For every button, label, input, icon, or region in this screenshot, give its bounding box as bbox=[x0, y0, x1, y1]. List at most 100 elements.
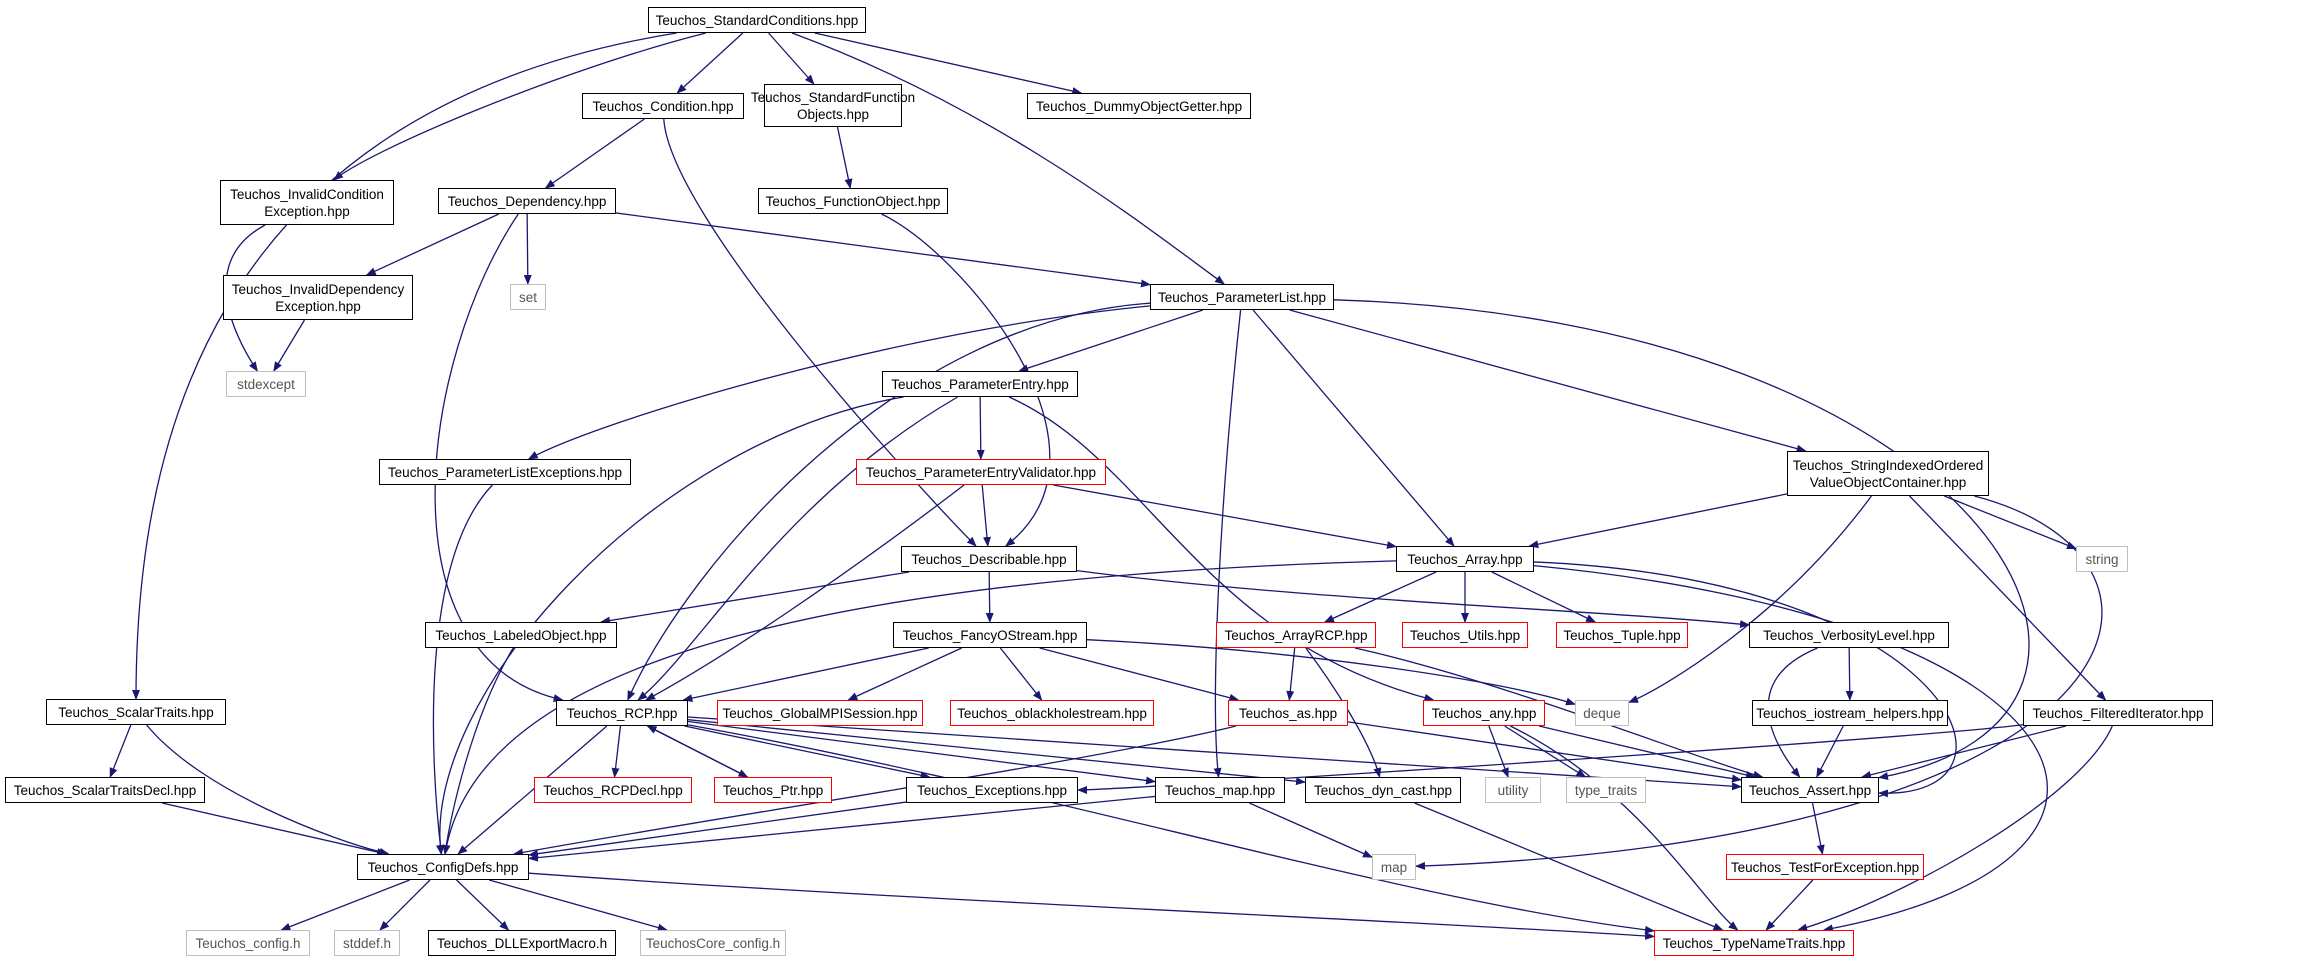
edge-array-rcp-to-as bbox=[1286, 647, 1296, 701]
edge-any-to-assert bbox=[1538, 725, 1756, 779]
node-teuchos-function-object[interactable]: Teuchos_FunctionObject.hpp bbox=[758, 188, 948, 214]
edge-any-to-type-name-traits bbox=[1510, 725, 1739, 931]
edge-rcp-to-rcp-decl bbox=[611, 725, 622, 778]
edge-array-to-type-name-traits bbox=[1533, 564, 2048, 933]
edge-parameter-list-to-assert bbox=[1333, 299, 2030, 780]
node-teuchos-assert[interactable]: Teuchos_Assert.hpp bbox=[1741, 777, 1879, 803]
node-teuchos-array-rcp[interactable]: Teuchos_ArrayRCP.hpp bbox=[1216, 622, 1376, 648]
edge-parameter-entry-to-any bbox=[1008, 396, 1435, 702]
edge-test-for-exception-to-type-name-traits bbox=[1765, 879, 1814, 931]
node-teuchos-parameter-list-exceptions[interactable]: Teuchos_ParameterListExceptions.hpp bbox=[379, 459, 631, 485]
edge-parameter-entry-validator-to-rcp bbox=[645, 484, 965, 701]
edge-labeled-object-to-config-defs bbox=[442, 647, 514, 855]
edge-ptr-to-rcp bbox=[646, 725, 748, 778]
edge-dependency-to-rcp bbox=[434, 213, 564, 702]
node-teuchos-config-defs[interactable]: Teuchos_ConfigDefs.hpp bbox=[357, 854, 529, 880]
node-teuchos-utils[interactable]: Teuchos_Utils.hpp bbox=[1402, 622, 1528, 648]
edge-standard-conditions-to-scalar-traits bbox=[132, 32, 677, 700]
edge-rcp-to-config-defs bbox=[457, 725, 608, 855]
node-teuchos-any[interactable]: Teuchos_any.hpp bbox=[1423, 700, 1545, 726]
node-teuchos-verbosity-level[interactable]: Teuchos_VerbosityLevel.hpp bbox=[1749, 622, 1949, 648]
edge-config-defs-to-teuchos-config bbox=[280, 879, 410, 931]
edge-parameter-entry-to-rcp bbox=[637, 396, 958, 701]
edge-as-to-config-defs bbox=[513, 725, 1237, 857]
node-teuchos-iostream-helpers[interactable]: Teuchos_iostream_helpers.hpp bbox=[1752, 700, 1948, 726]
node-teuchos-fancy-ostream[interactable]: Teuchos_FancyOStream.hpp bbox=[893, 622, 1087, 648]
edge-function-object-to-describable bbox=[881, 213, 1051, 547]
node-teuchos-as[interactable]: Teuchos_as.hpp bbox=[1228, 700, 1348, 726]
edge-parameter-entry-to-config-defs bbox=[436, 396, 904, 855]
edge-standard-conditions-to-condition bbox=[676, 32, 744, 94]
node-map: map bbox=[1372, 854, 1416, 880]
edge-rcp-to-exceptions bbox=[684, 725, 931, 780]
node-teuchos-parameter-list[interactable]: Teuchos_ParameterList.hpp bbox=[1150, 284, 1334, 310]
edge-parameter-list-to-parameter-list-exceptions bbox=[527, 305, 1151, 460]
node-teuchos-standard-conditions: Teuchos_StandardConditions.hpp bbox=[648, 7, 866, 33]
edge-string-indexed-to-map bbox=[1415, 495, 2103, 870]
node-teuchos-global-mpi-session[interactable]: Teuchos_GlobalMPISession.hpp bbox=[717, 700, 923, 726]
edge-map-hpp-to-config-defs bbox=[528, 795, 1156, 862]
node-teuchos-standard-function-objects[interactable]: Teuchos_StandardFunction Objects.hpp bbox=[751, 84, 915, 127]
node-teuchos-parameter-entry[interactable]: Teuchos_ParameterEntry.hpp bbox=[882, 371, 1078, 397]
edge-standard-conditions-to-standard-function-objects bbox=[768, 32, 815, 85]
edge-config-defs-to-dll-export-macro bbox=[456, 879, 510, 931]
node-teuchos-dll-export-macro[interactable]: Teuchos_DLLExportMacro.h bbox=[428, 930, 616, 956]
edge-config-defs-to-type-name-traits bbox=[528, 872, 1655, 940]
edge-dependency-to-parameter-list bbox=[615, 212, 1151, 288]
edge-describable-to-fancy-ostream bbox=[985, 571, 994, 623]
node-string: string bbox=[2076, 546, 2128, 572]
node-teuchos-invalid-dependency-exception[interactable]: Teuchos_InvalidDependency Exception.hpp bbox=[223, 275, 413, 320]
edge-parameter-list-to-string-indexed bbox=[1289, 309, 1807, 453]
edge-parameter-list-to-parameter-entry bbox=[1018, 309, 1204, 372]
node-teuchos-describable[interactable]: Teuchos_Describable.hpp bbox=[901, 546, 1077, 572]
edge-standard-conditions-to-dummy-object-getter bbox=[814, 32, 1083, 95]
node-teuchos-rcp-decl[interactable]: Teuchos_RCPDecl.hpp bbox=[534, 777, 692, 803]
node-teuchos-tuple[interactable]: Teuchos_Tuple.hpp bbox=[1556, 622, 1688, 648]
node-teuchos-labeled-object[interactable]: Teuchos_LabeledObject.hpp bbox=[425, 622, 617, 648]
edge-standard-conditions-to-parameter-list bbox=[791, 32, 1225, 285]
edge-dyn-cast-to-type-name-traits bbox=[1414, 802, 1724, 931]
node-teuchos-array[interactable]: Teuchos_Array.hpp bbox=[1396, 546, 1534, 572]
node-teuchos-test-for-exception[interactable]: Teuchos_TestForException.hpp bbox=[1726, 854, 1924, 880]
edge-parameter-entry-to-parameter-entry-validator bbox=[976, 396, 985, 460]
node-teuchos-filtered-iterator[interactable]: Teuchos_FilteredIterator.hpp bbox=[2023, 700, 2213, 726]
node-teuchos-ptr[interactable]: Teuchos_Ptr.hpp bbox=[714, 777, 832, 803]
edge-rcp-to-map-hpp bbox=[687, 720, 1156, 785]
node-teuchos-invalid-condition-exception[interactable]: Teuchos_InvalidCondition Exception.hpp bbox=[220, 180, 394, 225]
edge-fancy-ostream-to-as bbox=[1039, 647, 1240, 702]
edge-string-indexed-to-filtered-iterator bbox=[1909, 495, 2107, 701]
edge-parameter-entry-validator-to-array bbox=[1053, 484, 1397, 549]
node-teuchos-dyn-cast[interactable]: Teuchos_dyn_cast.hpp bbox=[1305, 777, 1461, 803]
edge-array-to-array-rcp bbox=[1323, 571, 1437, 623]
node-teuchos-scalar-traits-decl[interactable]: Teuchos_ScalarTraitsDecl.hpp bbox=[5, 777, 205, 803]
node-teuchos-dependency[interactable]: Teuchos_Dependency.hpp bbox=[438, 188, 616, 214]
edge-string-indexed-to-array bbox=[1528, 493, 1788, 549]
edge-any-to-utility bbox=[1488, 725, 1509, 778]
edge-condition-to-describable bbox=[663, 118, 977, 547]
edge-any-to-type-traits bbox=[1504, 725, 1587, 778]
edge-fancy-ostream-to-rcp bbox=[682, 647, 929, 703]
node-teuchos-exceptions[interactable]: Teuchos_Exceptions.hpp bbox=[906, 777, 1078, 803]
node-teuchos-string-indexed-ordered-value-object-container[interactable]: Teuchos_StringIndexedOrdered ValueObject… bbox=[1787, 451, 1989, 496]
edge-scalar-traits-decl-to-config-defs bbox=[161, 802, 387, 856]
edge-filtered-iterator-to-exceptions bbox=[1077, 724, 2024, 794]
node-deque: deque bbox=[1575, 700, 1629, 726]
node-teuchos-oblackholestream[interactable]: Teuchos_oblackholestream.hpp bbox=[950, 700, 1154, 726]
node-teuchos-scalar-traits[interactable]: Teuchos_ScalarTraits.hpp bbox=[46, 699, 226, 725]
node-teuchos-dummy-object-getter[interactable]: Teuchos_DummyObjectGetter.hpp bbox=[1027, 93, 1251, 119]
edge-parameter-list-to-array bbox=[1252, 309, 1455, 547]
node-teuchos-map[interactable]: Teuchos_map.hpp bbox=[1155, 777, 1285, 803]
node-stddef-h: stddef.h bbox=[334, 930, 400, 956]
edge-array-to-assert bbox=[1533, 561, 1957, 798]
edge-invalid-dependency-exception-to-stdexcept bbox=[273, 319, 306, 372]
node-teuchoscore-config-h: TeuchosCore_config.h bbox=[640, 930, 786, 956]
edge-array-to-tuple bbox=[1491, 571, 1597, 623]
node-teuchos-condition[interactable]: Teuchos_Condition.hpp bbox=[582, 93, 744, 119]
edge-array-to-config-defs bbox=[442, 560, 1397, 855]
edge-describable-to-labeled-object bbox=[600, 571, 910, 625]
node-teuchos-type-name-traits[interactable]: Teuchos_TypeNameTraits.hpp bbox=[1654, 930, 1854, 956]
edge-dependency-to-set bbox=[523, 213, 532, 285]
node-teuchos-parameter-entry-validator[interactable]: Teuchos_ParameterEntryValidator.hpp bbox=[856, 459, 1106, 485]
node-teuchos-config-h: Teuchos_config.h bbox=[186, 930, 310, 956]
node-teuchos-rcp[interactable]: Teuchos_RCP.hpp bbox=[556, 700, 688, 726]
